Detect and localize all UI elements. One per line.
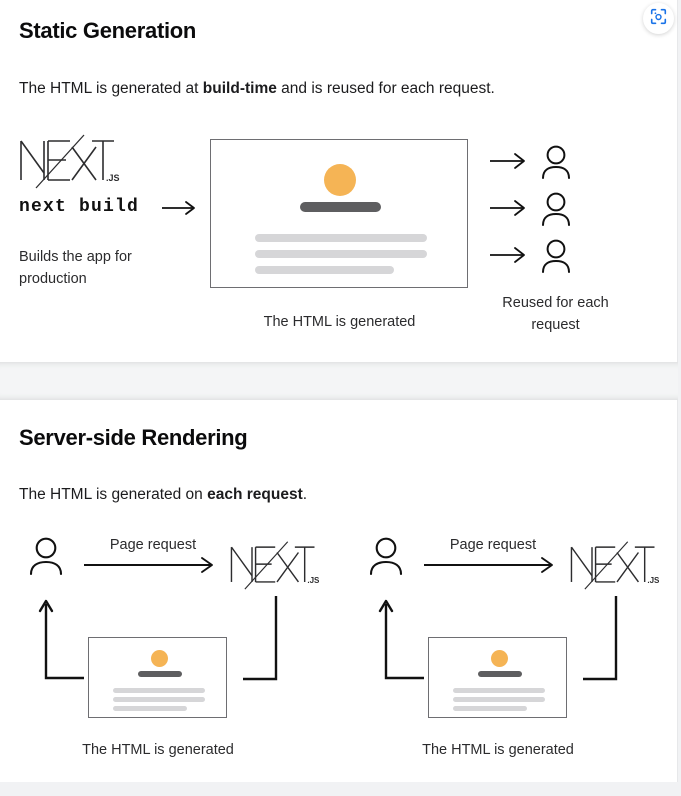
reused-caption: Reused for each request [502,295,609,333]
page-right-edge [678,0,681,796]
response-arrow-left [378,592,428,689]
response-arrow-left [38,592,88,689]
page-request-arrow-icon [422,554,562,581]
user-icon [538,190,574,233]
build-description: Builds the app for production [19,249,132,287]
delivery-arrow-icon [488,150,532,177]
command-arrow-icon [160,198,202,223]
mock-text-line [113,688,205,693]
mock-text-line [255,250,427,258]
mock-title-bar [300,202,381,212]
mock-text-line [113,706,187,711]
page-bottom-edge [0,782,681,796]
subtitle-emphasis: each request [207,486,303,503]
next-build-command: next build [19,197,140,217]
delivery-arrow-icon [488,244,532,271]
static-generation-subtitle: The HTML is generated at build-time and … [19,80,495,98]
mock-title-bar [478,671,522,677]
mock-text-line [255,234,427,242]
svg-text:.JS: .JS [647,576,660,585]
static-generation-card: Static Generation The HTML is generated … [0,0,678,362]
server-side-rendering-card: Server-side Rendering The HTML is genera… [0,400,678,782]
page-request-label: Page request [449,537,537,553]
subtitle-suffix: . [302,486,308,503]
mock-text-line [113,697,205,702]
mock-text-line [255,266,394,274]
section-separator [0,362,678,400]
page-request-label: Page request [109,537,197,553]
rendered-page-mock [210,139,468,288]
subtitle-prefix: The HTML is generated on [19,486,208,503]
static-generation-title: Static Generation [19,18,197,43]
svg-text:.JS: .JS [307,576,320,585]
mock-avatar-dot [491,650,508,667]
ssr-browser-caption: The HTML is generated [422,742,574,758]
nextjs-logo: .JS [228,540,326,595]
mock-text-line [453,688,545,693]
mock-avatar-dot [324,164,356,196]
static-browser-caption: The HTML is generated [263,314,416,330]
user-icon [538,237,574,280]
mock-avatar-dot [151,650,168,667]
svg-text:.JS: .JS [106,173,120,183]
user-icon [366,535,406,582]
subtitle-suffix: and is reused for each request. [276,80,495,97]
rendered-page-mock [88,637,227,718]
scan-capture-button[interactable] [643,3,674,34]
user-icon [538,143,574,186]
subtitle-emphasis: build-time [202,80,277,97]
user-icon [26,535,66,582]
delivery-arrow-icon [488,197,532,224]
rendered-page-mock [428,637,567,718]
nextjs-logo: .JS [568,540,666,595]
ssr-browser-caption: The HTML is generated [82,742,234,758]
response-path-right [240,593,288,694]
nextjs-logo: .JS [18,133,126,194]
mock-text-line [453,706,527,711]
response-path-right [580,593,628,694]
mock-text-line [453,697,545,702]
subtitle-prefix: The HTML is generated at [19,80,203,97]
scan-capture-icon [650,8,667,30]
page-request-arrow-icon [82,554,222,581]
server-side-rendering-title: Server-side Rendering [19,425,248,450]
server-side-rendering-subtitle: The HTML is generated on each request. [19,486,307,504]
mock-title-bar [138,671,182,677]
